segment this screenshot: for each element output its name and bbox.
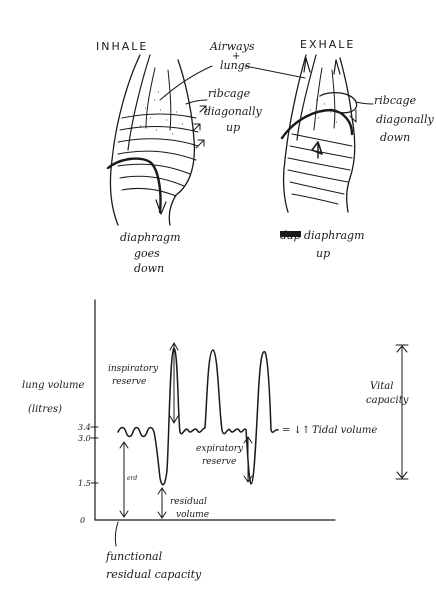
airways-pointer-left <box>159 65 213 101</box>
diaphragm-up-line1: diaphragm <box>304 229 365 242</box>
frc-small-note: erd <box>127 475 137 482</box>
diaphragm-down-line1: diaphragm <box>120 231 181 244</box>
ribcage-down-pointer <box>355 101 374 105</box>
airways-label-line3: lungs <box>220 59 251 72</box>
inhale-torso-drawing <box>106 54 207 226</box>
ribcage-down-line3: down <box>380 131 410 144</box>
residual-line2: volume <box>176 510 209 520</box>
frc-line1: functional <box>105 550 163 563</box>
ribcage-up-pointer <box>185 99 208 105</box>
residual-line1: residual <box>170 497 207 507</box>
lung-volume-trace <box>117 347 279 486</box>
expiratory-line2: reserve <box>202 457 236 467</box>
vital-line2: capacity <box>366 395 409 406</box>
tick-label-1-5: 1.5 <box>78 479 91 488</box>
tick-label-3-0: 3.0 <box>78 434 91 443</box>
expiratory-line1: expiratory <box>196 444 244 454</box>
diaphragm-down-line3: down <box>134 262 164 275</box>
airways-label-line1: Airways <box>209 40 255 53</box>
strike-scribble <box>280 231 301 237</box>
tick-label-3-4: 3.4 <box>78 423 91 432</box>
exhale-title: EXHALE <box>300 38 355 51</box>
exhale-torso-drawing <box>280 54 358 213</box>
y-axis-label-line1: lung volume <box>22 380 84 391</box>
inspiratory-line2: reserve <box>112 377 146 387</box>
tidal-volume-label: Tidal volume <box>312 425 377 436</box>
inspiratory-line1: inspiratory <box>108 364 159 374</box>
ribcage-down-line1: ribcage <box>374 94 417 107</box>
airways-label-line2: + <box>232 51 240 62</box>
inhale-title: INHALE <box>96 40 148 53</box>
airways-pointer-right <box>244 65 306 79</box>
ribcage-up-line3: up <box>226 121 240 134</box>
diaphragm-down-line2: goes <box>134 247 160 260</box>
ribcage-up-line2: diagonally <box>204 105 262 118</box>
y-axis-label-line2: (litres) <box>28 404 62 415</box>
ribcage-up-line1: ribcage <box>208 87 251 100</box>
lung-volume-graph: lung volume (litres) 3.4 3.0 1.5 0 inspi… <box>22 299 409 581</box>
inhale-exhale-section: INHALE EXHALE Airways + lungs <box>96 38 434 275</box>
frc-line2: residual capacity <box>106 568 202 581</box>
diaphragm-up-line2: up <box>316 247 330 260</box>
ribcage-down-line2: diagonally <box>376 113 434 126</box>
tidal-symbol: = ↓↑ <box>282 425 310 436</box>
tick-label-0: 0 <box>80 516 85 525</box>
vital-line1: Vital <box>370 381 393 392</box>
frc-pointer <box>114 521 119 547</box>
